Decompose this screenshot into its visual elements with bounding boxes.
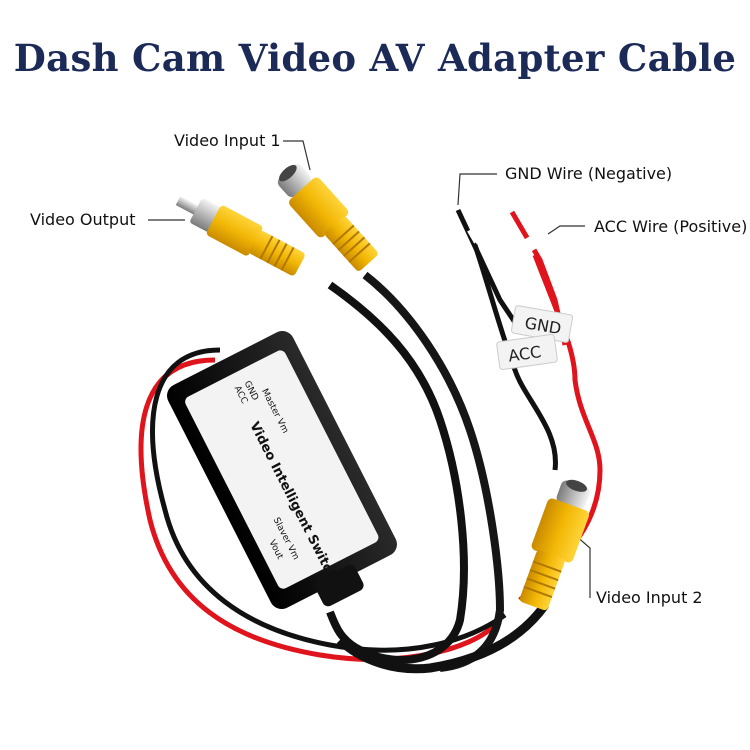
label-video-input-2: Video Input 2 [596,588,703,607]
video-output-connector [175,196,305,276]
black-wire-gnd [472,244,558,471]
cable-input1 [362,271,505,672]
video-input-1-connector [277,164,378,271]
cable-input2 [336,602,549,674]
page-title: Dash Cam Video AV Adapter Cable [13,36,737,80]
label-video-input-1: Video Input 1 [174,131,281,150]
label-gnd-wire: GND Wire (Negative) [505,164,673,183]
label-video-output: Video Output [30,210,136,229]
gnd-lead [455,208,523,332]
video-input-2-connector [519,479,590,611]
switcher-box: Master Vm GND ACC Video Intelligent Swit… [167,330,397,610]
acc-tag: ACC [496,333,558,371]
acc-tag-label: ACC [507,342,542,365]
label-acc-wire: ACC Wire (Positive) [594,217,748,236]
gnd-tag: GND [510,305,574,343]
black-wire [150,347,507,653]
